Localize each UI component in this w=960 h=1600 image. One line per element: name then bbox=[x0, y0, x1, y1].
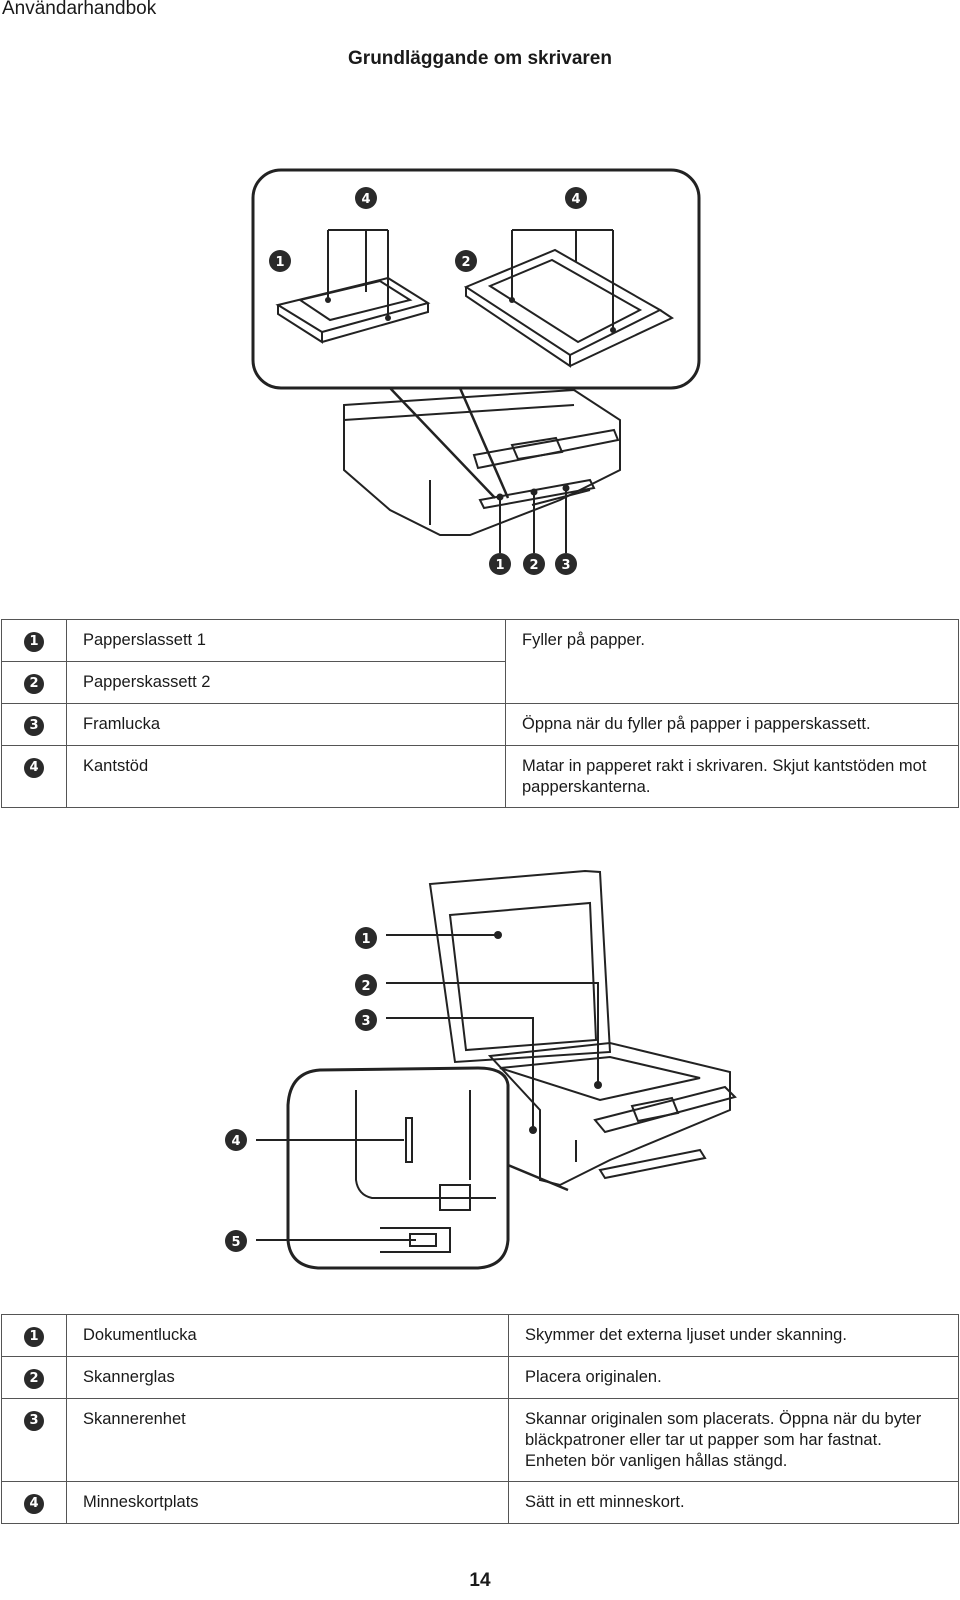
part-description: Matar in papperet rakt i skrivaren. Skju… bbox=[505, 745, 959, 808]
table-row: 1 Papperslassett 1 Fyller på papper. bbox=[1, 619, 959, 704]
item-number-badge: 3 bbox=[24, 716, 44, 736]
item-number-badge: 2 bbox=[24, 1369, 44, 1389]
callout-2-top: 2 bbox=[461, 255, 470, 270]
part-description: Sätt in ett minneskort. bbox=[508, 1481, 959, 1524]
parts-table-1: 1 Papperslassett 1 Fyller på papper. 2 P… bbox=[1, 619, 959, 808]
table-row: 1 Dokumentlucka Skymmer det externa ljus… bbox=[1, 1314, 959, 1357]
table-row: 3 Skannerenhet Skannar originalen som pl… bbox=[1, 1398, 959, 1482]
callout-badges: 4 4 1 2 1 2 3 bbox=[269, 187, 587, 575]
callout-badges: 1 2 3 4 5 bbox=[225, 927, 377, 1252]
part-description: Fyller på papper. bbox=[505, 619, 959, 704]
printer-scanner-illustration: 1 2 3 4 5 bbox=[225, 869, 737, 1270]
part-name: Minneskortplats bbox=[66, 1481, 509, 1524]
part-description: Skannar originalen som placerats. Öppna … bbox=[508, 1398, 959, 1482]
callout-4b: 4 bbox=[571, 192, 580, 207]
callout-3: 3 bbox=[361, 1014, 370, 1029]
item-number-badge: 4 bbox=[24, 758, 44, 778]
section-title: Grundläggande om skrivaren bbox=[348, 48, 612, 69]
callout-2: 2 bbox=[361, 979, 370, 994]
parts-table-2: 1 Dokumentlucka Skymmer det externa ljus… bbox=[1, 1314, 959, 1524]
part-description: Placera originalen. bbox=[508, 1356, 959, 1399]
running-header: Användarhandbok bbox=[2, 0, 157, 19]
item-number-badge: 2 bbox=[24, 674, 44, 694]
callout-1-top: 1 bbox=[275, 255, 284, 270]
page-number: 14 bbox=[469, 1570, 491, 1591]
part-name: Framlucka bbox=[66, 703, 506, 746]
part-name: Papperskassett 2 bbox=[66, 661, 506, 704]
table-row: 2 Skannerglas Placera originalen. bbox=[1, 1356, 959, 1399]
item-number-badge: 4 bbox=[24, 1494, 44, 1514]
callout-5: 5 bbox=[231, 1235, 240, 1250]
callout-3-bottom: 3 bbox=[561, 558, 570, 573]
part-description: Öppna när du fyller på papper i pappersk… bbox=[505, 703, 959, 746]
part-description: Skymmer det externa ljuset under skannin… bbox=[508, 1314, 959, 1357]
item-number-badge: 1 bbox=[24, 1327, 44, 1347]
item-number-badge: 3 bbox=[24, 1411, 44, 1431]
part-name: Papperslassett 1 bbox=[66, 619, 506, 662]
callout-1-bottom: 1 bbox=[495, 558, 504, 573]
callout-2-bottom: 2 bbox=[529, 558, 538, 573]
callout-4a: 4 bbox=[361, 192, 370, 207]
printer-cassette-illustration: 4 4 1 2 1 2 3 bbox=[251, 168, 701, 575]
callout-1: 1 bbox=[361, 932, 370, 947]
part-name: Skannerenhet bbox=[66, 1398, 509, 1482]
item-number-badge: 1 bbox=[24, 632, 44, 652]
table-row: 4 Minneskortplats Sätt in ett minneskort… bbox=[1, 1481, 959, 1524]
part-name: Kantstöd bbox=[66, 745, 506, 808]
callout-4: 4 bbox=[231, 1134, 240, 1149]
part-name: Skannerglas bbox=[66, 1356, 509, 1399]
part-name: Dokumentlucka bbox=[66, 1314, 509, 1357]
table-row: 3 Framlucka Öppna när du fyller på pappe… bbox=[1, 703, 959, 746]
table-row: 4 Kantstöd Matar in papperet rakt i skri… bbox=[1, 745, 959, 808]
